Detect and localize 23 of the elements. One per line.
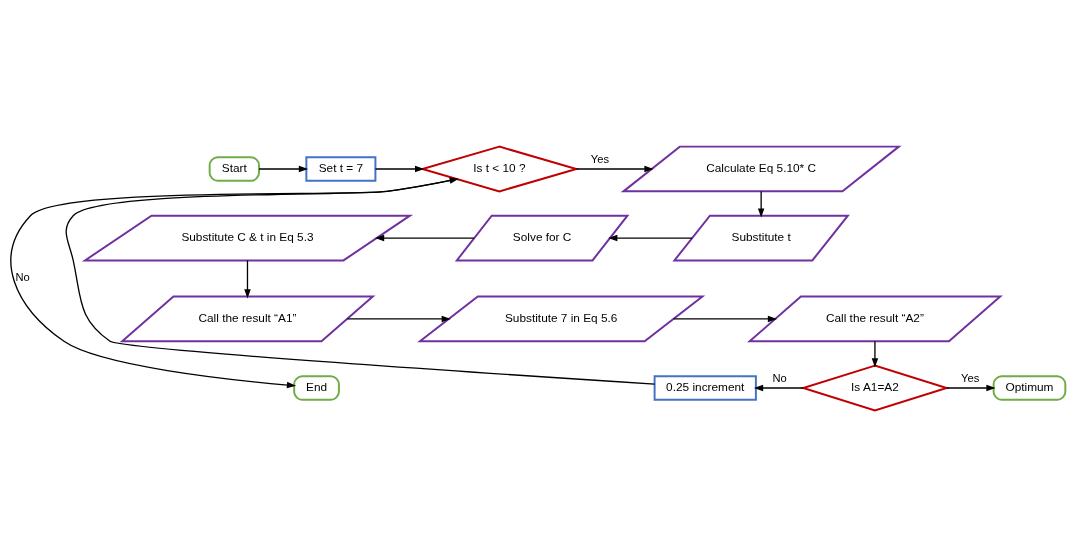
node-box: Optimum — [992, 374, 1067, 401]
arrow — [374, 165, 425, 172]
edge-label: Yes — [590, 152, 609, 165]
arrow — [244, 259, 251, 299]
edge-label: No — [15, 270, 30, 283]
arrow — [65, 176, 656, 385]
edge-label: No — [772, 371, 787, 384]
arrow — [946, 384, 996, 391]
arrow — [374, 234, 475, 241]
node-box: End — [293, 374, 340, 401]
arrow — [10, 177, 458, 388]
arrow — [608, 234, 693, 241]
node-box: 0.25 increment — [653, 374, 757, 401]
arrow — [753, 384, 804, 391]
arrow — [258, 165, 309, 172]
arrow — [871, 340, 879, 368]
node-box: Set t = 7 — [305, 155, 377, 182]
node-box: Start — [208, 155, 260, 182]
arrow — [575, 165, 654, 172]
arrow — [346, 315, 451, 322]
arrow — [673, 315, 778, 322]
edge-label: Yes — [961, 371, 980, 384]
arrow — [757, 190, 765, 218]
